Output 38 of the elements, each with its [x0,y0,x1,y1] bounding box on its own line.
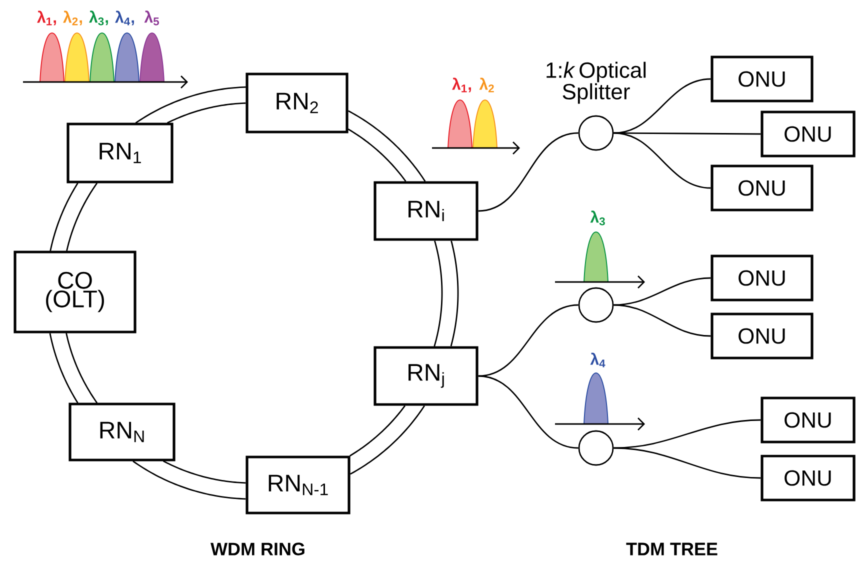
office-box: CO (OLT) [14,250,136,334]
remote-node-box: RN$_{j}$ [374,346,478,406]
wavelength-label: λ$_{3}$ [590,210,605,226]
wavelength-label: λ$_{2}$, [63,10,82,26]
onu-box: ONU [710,164,814,212]
fiber-line [478,304,578,377]
onu-box: ONU [760,110,856,158]
remote-node-box: RN$_{1}$ [66,122,174,184]
fiber-line [614,419,761,449]
fiber-line [614,277,711,306]
wavelength-label: λ$_{1}$, [452,78,471,92]
onu-box: ONU [710,254,814,302]
onu-box: ONU [760,454,856,502]
wavelength-label: λ$_{5}$ [144,10,159,26]
remote-node-box: RN$_{2}$ [246,72,348,134]
splitter-circle [578,287,614,323]
fiber-line [478,132,578,212]
remote-node-box: RN$_{N}$ [68,402,176,462]
onu-box: ONU [710,56,814,102]
remote-node-box: RN$_{i}$ [374,181,478,241]
splitter-circle [578,430,614,466]
onu-box: ONU [710,312,814,360]
wavelength-label: λ$_{3}$, [89,10,108,26]
wavelength-label: λ$_{4}$ [590,352,606,368]
fiber-line [478,375,578,449]
fiber-line [614,132,711,189]
wavelength-label: λ$_{4}$, [115,10,134,26]
splitter-label: 1:k Optical Splitter [546,62,646,104]
fiber-line [614,78,711,134]
fiber-line [614,447,761,479]
wavelength-label: λ$_{1}$, [37,10,56,26]
onu-box: ONU [760,396,856,444]
fiber-line [614,304,711,337]
wavelength-label: λ$_{2}$ [479,78,494,92]
splitter-circle [578,115,614,151]
section-caption: TDM TREE [626,542,718,556]
section-caption: WDM RING [210,542,304,556]
remote-node-box: RN$_{N-1}$ [246,456,350,514]
